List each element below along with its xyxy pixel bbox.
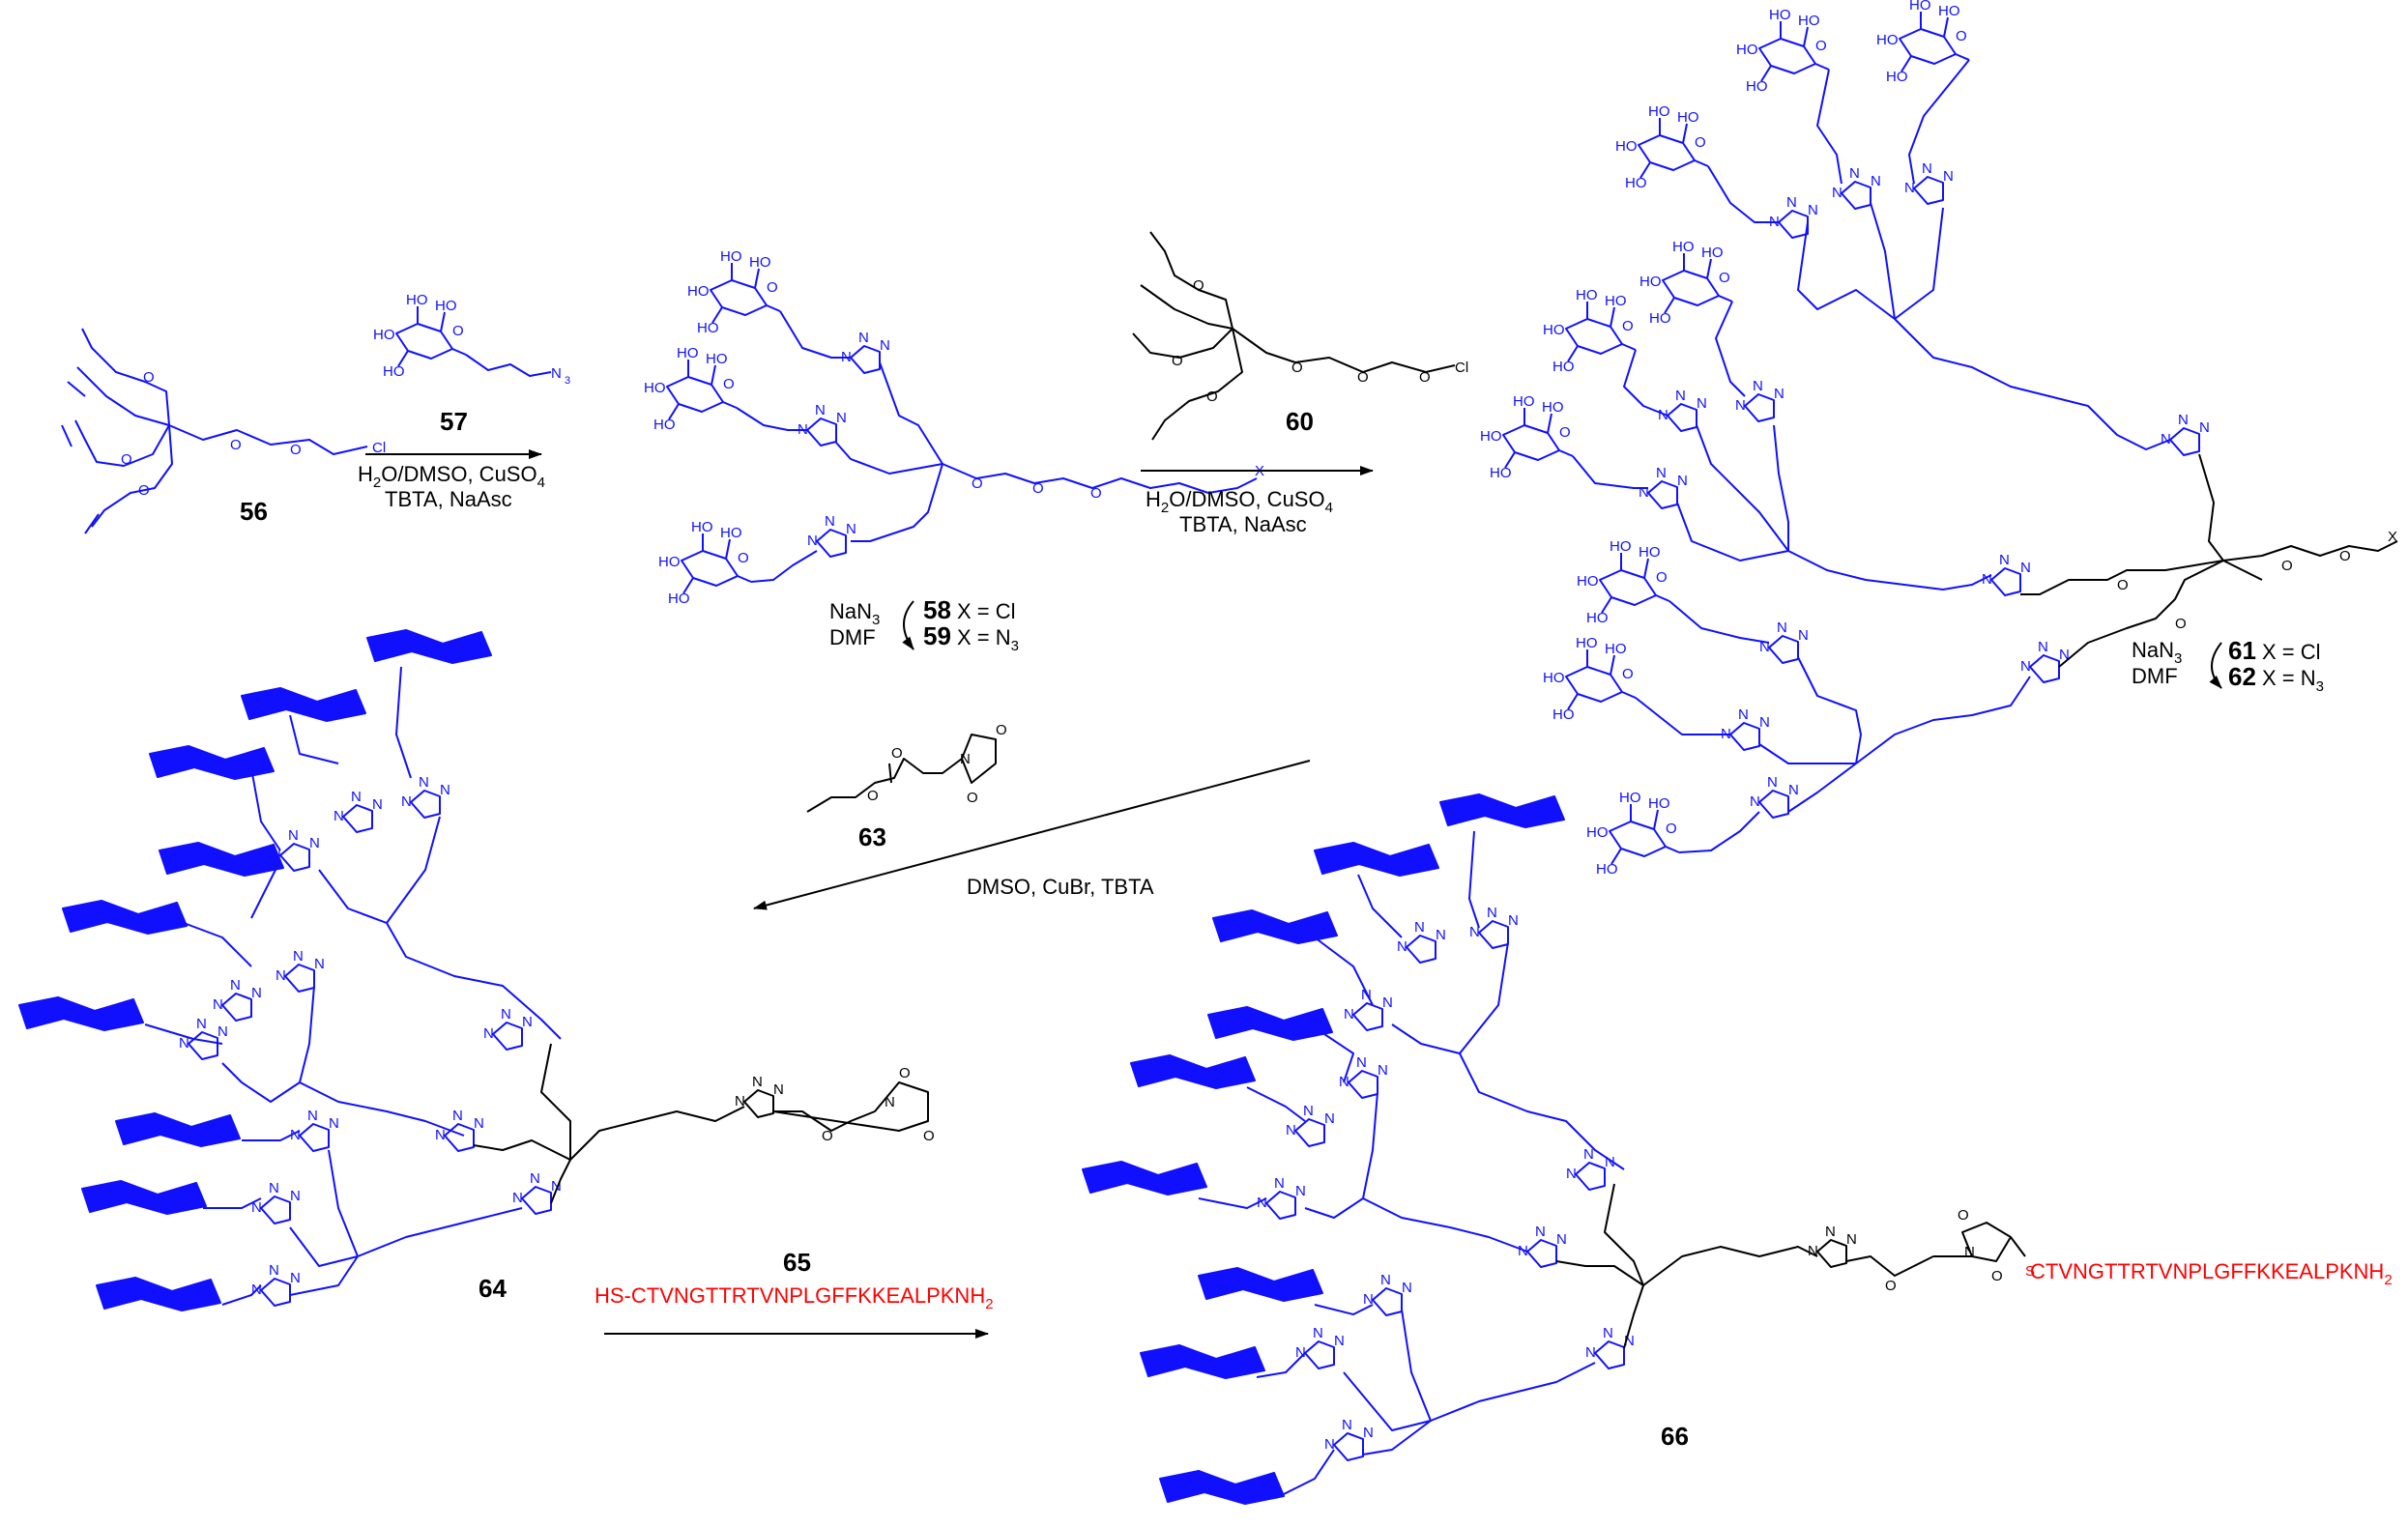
svg-text:O: O — [891, 745, 903, 762]
arrow-step-3 — [753, 760, 1311, 910]
step1-conditions-line2: TBTA, NaAsc — [385, 487, 512, 511]
svg-text:O: O — [1193, 277, 1204, 294]
azide-curved-arrow-2 — [2209, 642, 2222, 689]
svg-text:O: O — [822, 1128, 833, 1144]
label-59-x: X = N3 — [957, 625, 1019, 654]
azide-curved-arrow-1 — [902, 600, 914, 650]
label-59: 59 — [923, 621, 951, 650]
svg-text:O: O — [1032, 480, 1044, 497]
label-61: 61 — [2228, 636, 2256, 665]
compound-66-structure: O O O N S — [1082, 793, 2035, 1505]
svg-text:O: O — [143, 369, 155, 386]
svg-text:O: O — [1991, 1268, 2003, 1284]
svg-text:Cl: Cl — [372, 440, 386, 456]
svg-text:O: O — [290, 442, 302, 458]
svg-text:N: N — [885, 1094, 895, 1110]
svg-text:X: X — [2388, 529, 2397, 545]
svg-text:Cl: Cl — [1455, 360, 1468, 376]
svg-text:O: O — [899, 1065, 911, 1081]
svg-text:O: O — [121, 451, 132, 468]
compound-60-structure: O O O O O O Cl — [1132, 231, 1468, 441]
step3-conditions: DMSO, CuBr, TBTA — [967, 875, 1154, 899]
compound-64-structure: O O O N — [18, 629, 935, 1311]
svg-text:O: O — [230, 437, 242, 453]
svg-text:O: O — [2175, 616, 2187, 632]
svg-text:O: O — [967, 790, 978, 806]
svg-text:O: O — [1172, 353, 1183, 369]
label-57: 57 — [440, 407, 468, 436]
azide-solvent-2: DMF — [2132, 664, 2178, 688]
compound-61-62-structure: O O O O X — [1479, 0, 2398, 879]
azide-reagent-1: NaN3 — [829, 599, 880, 628]
svg-text:S: S — [2025, 1263, 2035, 1280]
label-63: 63 — [858, 822, 886, 851]
compound-63-structure: O O N O O — [806, 722, 1007, 813]
svg-text:O: O — [1291, 360, 1303, 376]
label-58: 58 — [923, 595, 951, 624]
step2-conditions-line2: TBTA, NaAsc — [1179, 512, 1307, 536]
svg-text:N: N — [1964, 1244, 1975, 1260]
svg-text:O: O — [138, 482, 150, 499]
label-64: 64 — [479, 1274, 507, 1303]
compound-56-structure: O O O O O Cl — [61, 328, 386, 534]
svg-text:O: O — [1090, 485, 1102, 502]
label-56: 56 — [240, 497, 268, 526]
peptide-thiol-65: HS-CTVNGTTRTVNPLGFFKKEALPKNH2 — [595, 1283, 994, 1312]
label-60: 60 — [1286, 407, 1314, 436]
label-65: 65 — [783, 1248, 811, 1277]
azide-reagent-2: NaN3 — [2132, 638, 2182, 667]
label-66: 66 — [1661, 1422, 1689, 1451]
step2-conditions-line1: H2O/DMSO, CuSO4 — [1146, 487, 1333, 516]
peptide-conjugate-66: CTVNGTTRTVNPLGFFKKEALPKNH2 — [2030, 1259, 2393, 1288]
svg-text:O: O — [1958, 1207, 1969, 1224]
svg-text:N: N — [551, 365, 562, 382]
step1-conditions-line1: H2O/DMSO, CuSO4 — [358, 462, 545, 491]
compound-58-59-structure: O O O X — [643, 247, 1264, 608]
label-62: 62 — [2228, 662, 2256, 691]
svg-text:3: 3 — [565, 375, 570, 387]
svg-text:O: O — [1357, 369, 1369, 386]
azide-solvent-1: DMF — [829, 625, 876, 649]
label-62-x: X = N3 — [2262, 666, 2324, 695]
svg-text:O: O — [1206, 389, 1218, 405]
compound-57-structure: N 3 — [372, 291, 570, 387]
svg-text:O: O — [1419, 369, 1431, 386]
svg-text:O: O — [1885, 1278, 1897, 1294]
svg-text:O: O — [2117, 577, 2129, 593]
svg-text:N: N — [960, 751, 971, 767]
svg-text:O: O — [867, 788, 879, 804]
svg-text:O: O — [2281, 558, 2293, 574]
svg-text:O: O — [972, 475, 983, 492]
svg-text:O: O — [923, 1128, 935, 1144]
label-61-x: X = Cl — [2262, 640, 2321, 664]
svg-text:O: O — [996, 722, 1007, 738]
svg-text:O: O — [2339, 548, 2351, 564]
label-58-x: X = Cl — [957, 599, 1016, 623]
